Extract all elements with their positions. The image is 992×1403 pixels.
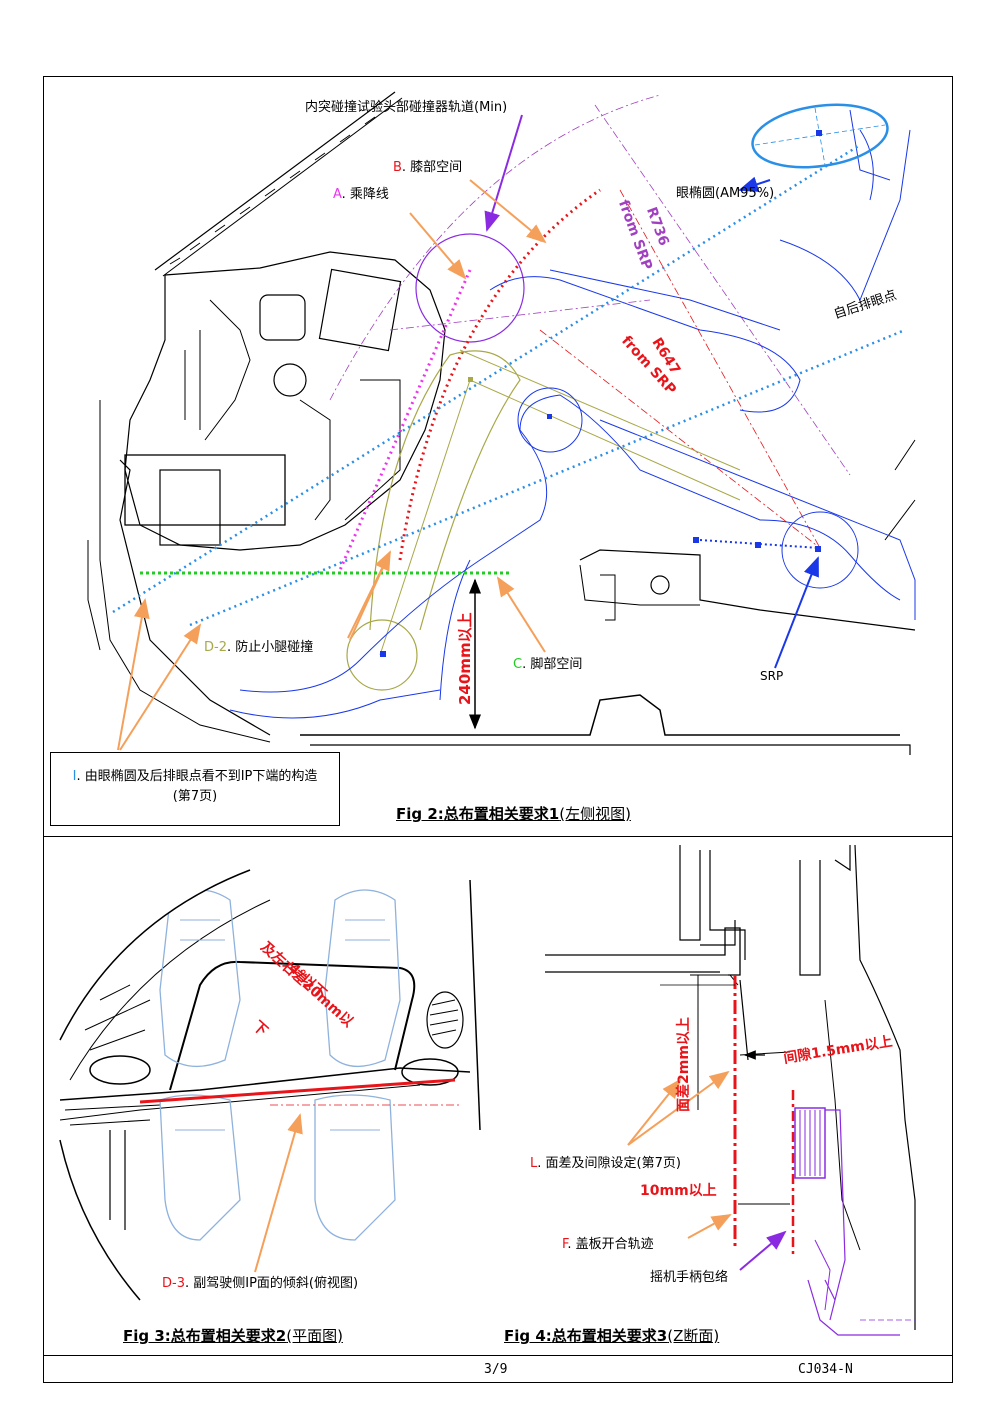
ingress-text: . 乘降线 bbox=[341, 187, 389, 202]
fig4-caption-main: 总布置相关要求3 bbox=[551, 1327, 668, 1345]
ten-mm-label: 10mm以上 bbox=[640, 1183, 717, 1199]
eye-ellipse-label: 眼椭圆(AM95%) bbox=[676, 186, 775, 201]
leg-collision-label: D-2. 防止小腿碰撞 bbox=[204, 640, 313, 656]
section-divider bbox=[43, 836, 953, 837]
fig2-caption: Fig 2:总布置相关要求1(左侧视图) bbox=[396, 803, 631, 824]
fig4-caption: Fig 4:总布置相关要求3(Z断面) bbox=[504, 1325, 719, 1346]
fig4-caption-prefix: Fig 4: bbox=[504, 1327, 552, 1345]
page-frame bbox=[43, 76, 953, 1383]
fig2-caption-main: 总布置相关要求1 bbox=[443, 805, 560, 823]
srp-label: SRP bbox=[760, 669, 784, 683]
fig3-caption: Fig 3:总布置相关要求2(平面图) bbox=[123, 1325, 343, 1346]
ip-tilt-label: D-3. 副驾驶侧IP面的倾斜(俯视图) bbox=[162, 1276, 358, 1292]
fig3-caption-main: 总布置相关要求2 bbox=[170, 1327, 287, 1345]
lid-tag: F bbox=[562, 1237, 568, 1252]
leg-tag: D-2 bbox=[204, 640, 227, 655]
knee-tag: B bbox=[393, 160, 402, 175]
ingress-tag: A bbox=[333, 187, 342, 202]
ingress-line-label: A. 乘降线 bbox=[333, 187, 389, 203]
fig3-caption-paren: (平面图) bbox=[286, 1327, 343, 1345]
crank-envelope-label: 摇机手柄包络 bbox=[650, 1270, 729, 1285]
fig3-drawing bbox=[59, 869, 481, 1301]
visibility-note-box: I. 由眼椭圆及后排眼点看不到IP下端的构造 (第7页) bbox=[50, 752, 340, 826]
lid-text: . 盖板开合轨迹 bbox=[567, 1237, 654, 1252]
foot-space-label: C. 脚部空间 bbox=[513, 657, 582, 673]
note-text: . 由眼椭圆及后排眼点看不到IP下端的构造 bbox=[76, 769, 318, 784]
tilt-tag: D-3 bbox=[162, 1276, 185, 1291]
knee-text: . 膝部空间 bbox=[401, 160, 463, 175]
fig4-drawing bbox=[545, 844, 916, 1336]
head-impact-label: 内突碰撞试验头部碰撞器轨道(Min) bbox=[305, 100, 508, 115]
fig2-drawing bbox=[87, 91, 916, 755]
fig3-caption-prefix: Fig 3: bbox=[123, 1327, 171, 1345]
gap-tag: L bbox=[530, 1156, 538, 1171]
gap-setting-text: . 面差及间隙设定(第7页) bbox=[537, 1156, 681, 1171]
page-number: 3/9 bbox=[484, 1362, 508, 1377]
fig2-caption-prefix: Fig 2: bbox=[396, 805, 444, 823]
step-2mm-label: 面差2mm以上 bbox=[676, 1017, 692, 1112]
gap-setting-label: L. 面差及间隙设定(第7页) bbox=[530, 1156, 681, 1172]
foot-tag: C bbox=[513, 657, 523, 672]
leg-text: . 防止小腿碰撞 bbox=[226, 640, 314, 655]
lid-trajectory-label: F. 盖板开合轨迹 bbox=[562, 1237, 654, 1253]
visibility-note-line1: I. 由眼椭圆及后排眼点看不到IP下端的构造 bbox=[51, 767, 339, 787]
clearance-240-label: 240mm以上 bbox=[456, 612, 474, 705]
note-tag: I bbox=[72, 769, 77, 784]
footer-rule bbox=[43, 1355, 953, 1356]
visibility-note-line2: (第7页) bbox=[172, 789, 218, 804]
knee-space-label: B. 膝部空间 bbox=[393, 160, 462, 176]
fig2-caption-paren: (左侧视图) bbox=[559, 805, 631, 823]
tilt-text: . 副驾驶侧IP面的倾斜(俯视图) bbox=[184, 1276, 359, 1291]
foot-text: . 脚部空间 bbox=[522, 657, 583, 672]
document-id: CJ034-N bbox=[798, 1362, 853, 1377]
fig4-caption-paren: (Z断面) bbox=[667, 1327, 720, 1345]
